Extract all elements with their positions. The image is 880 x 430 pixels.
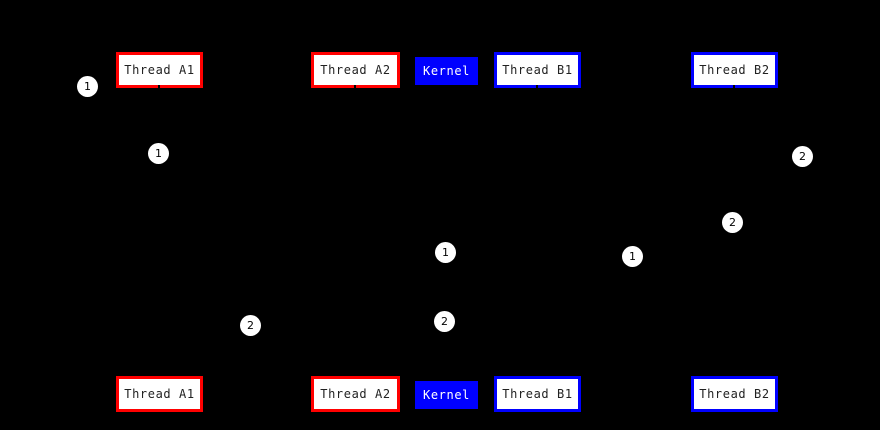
participant-label: Kernel	[423, 388, 470, 402]
sequence-number-badge: 1	[148, 143, 169, 164]
sequence-number-badge: 2	[240, 315, 261, 336]
participant-label: Thread B1	[502, 387, 573, 401]
sequence-number-label: 2	[441, 315, 448, 328]
participant-thread-b2-top[interactable]: Thread B2	[691, 52, 778, 88]
participant-thread-a2-top[interactable]: Thread A2	[311, 52, 400, 88]
sequence-number-label: 1	[442, 246, 449, 259]
participant-label: Thread B1	[502, 63, 573, 77]
sequence-number-label: 1	[84, 80, 91, 93]
lifeline-thread-b1	[537, 88, 538, 376]
lifeline-notch-thread-a1-bottom	[158, 372, 160, 376]
sequence-number-badge: 1	[77, 76, 98, 97]
participant-label: Thread A2	[320, 63, 391, 77]
participant-thread-b1-bottom[interactable]: Thread B1	[494, 376, 581, 412]
lifeline-notch-thread-b2-bottom	[733, 372, 735, 376]
participant-kernel-top[interactable]: Kernel	[415, 57, 478, 85]
participant-label: Thread A1	[124, 387, 195, 401]
lifeline-notch-thread-a2-bottom	[354, 372, 356, 376]
message-arrow-a1-kernel	[158, 205, 447, 255]
participant-kernel-bottom[interactable]: Kernel	[415, 381, 478, 409]
sequence-number-badge: 1	[435, 242, 456, 263]
sequence-number-badge: 2	[722, 212, 743, 233]
sequence-number-badge: 2	[792, 146, 813, 167]
message-arrow-self-b2	[733, 133, 734, 181]
participant-label: Kernel	[423, 64, 470, 78]
message-arrow-b2-kernel	[446, 223, 734, 301]
participant-label: Thread A1	[124, 63, 195, 77]
participant-thread-a1-bottom[interactable]: Thread A1	[116, 376, 203, 412]
sequence-number-label: 2	[799, 150, 806, 163]
message-arrow-kernel-b1	[445, 253, 734, 282]
sequence-number-label: 2	[247, 319, 254, 332]
sequence-number-badge: 2	[434, 311, 455, 332]
participant-label: Thread B2	[699, 387, 770, 401]
participant-thread-a1-top[interactable]: Thread A1	[116, 52, 203, 88]
message-arrow-kernel-a2	[159, 322, 448, 351]
lifeline-notch-thread-a2-top	[354, 85, 356, 89]
participant-label: Thread A2	[320, 387, 391, 401]
sequence-number-badge: 1	[622, 246, 643, 267]
lifeline-notch-thread-b2-top	[733, 85, 735, 89]
sequence-number-label: 1	[629, 250, 636, 263]
participant-label: Thread B2	[699, 63, 770, 77]
participant-thread-b2-bottom[interactable]: Thread B2	[691, 376, 778, 412]
participant-thread-b1-top[interactable]: Thread B1	[494, 52, 581, 88]
lifeline-thread-a1	[159, 88, 160, 376]
lifeline-kernel	[446, 85, 447, 381]
sequence-number-label: 2	[729, 216, 736, 229]
lifeline-notch-thread-b1-bottom	[536, 372, 538, 376]
participant-thread-a2-bottom[interactable]: Thread A2	[311, 376, 400, 412]
sequence-number-label: 1	[155, 147, 162, 160]
lifeline-thread-a2	[355, 88, 356, 376]
lifeline-notch-thread-b1-top	[536, 85, 538, 89]
lifeline-notch-thread-a1-top	[158, 85, 160, 89]
